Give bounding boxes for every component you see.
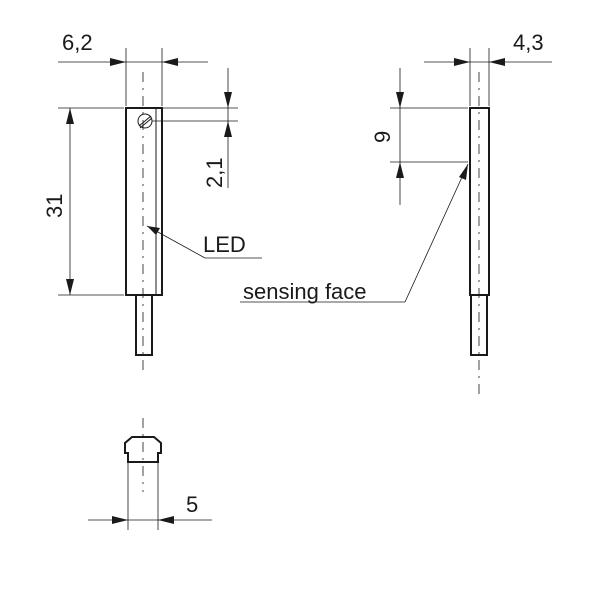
- dim-label-6-2: 6,2: [62, 30, 93, 55]
- dim-connector-width: [88, 462, 212, 530]
- dim-front-width: [58, 48, 208, 106]
- side-housing: [469, 107, 490, 296]
- side-view: [469, 72, 490, 395]
- dim-label-5: 5: [186, 492, 198, 517]
- led-label: LED: [203, 232, 246, 257]
- front-housing: [125, 107, 163, 296]
- front-view: [125, 72, 163, 370]
- sensing-face-leader: [240, 163, 469, 303]
- connector-profile: [124, 436, 162, 463]
- screw-icon: [137, 113, 153, 129]
- dim-label-2-1: 2,1: [202, 157, 227, 188]
- dim-side-width: [424, 48, 552, 106]
- side-cable: [470, 294, 488, 356]
- dim-led-offset: [152, 68, 238, 188]
- dim-sensing-offset: [390, 68, 468, 205]
- dim-label-4-3: 4,3: [513, 30, 544, 55]
- dim-body-length: [58, 107, 124, 296]
- dim-label-9: 9: [370, 131, 395, 143]
- front-cable: [135, 294, 153, 356]
- connector-view: [124, 418, 162, 492]
- sensing-face-label: sensing face: [243, 279, 367, 304]
- led-leader: [146, 225, 262, 259]
- dim-label-31: 31: [42, 194, 67, 218]
